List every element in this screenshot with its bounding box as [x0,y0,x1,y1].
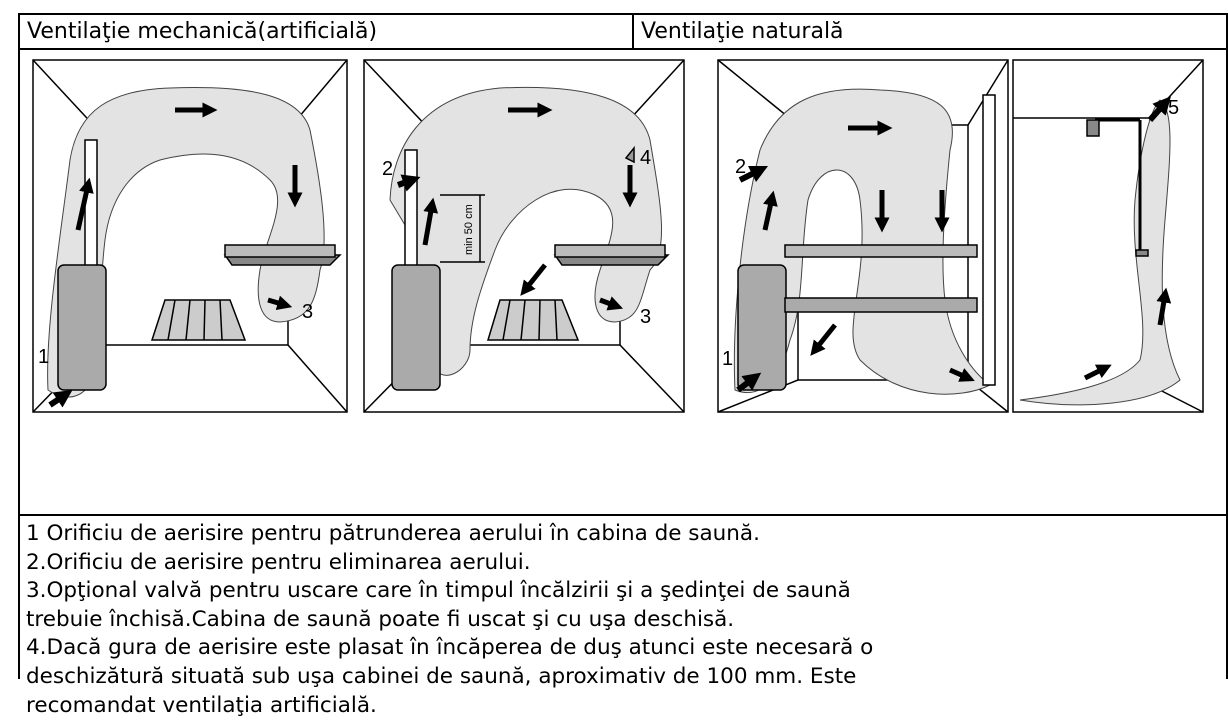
table-header-divider [18,48,1228,50]
table-figure-divider [18,514,1228,516]
sauna-heater [57,264,107,391]
label-mech2-valve: 3 [640,306,651,328]
note-line: 3.Opţional valvă pentru uscare care în t… [26,578,851,604]
table-column-divider [632,13,634,49]
label-mech2-shower: 4 [640,147,651,169]
table-border-left [18,13,20,679]
label-nat1-outlet: 2 [735,156,746,178]
sauna-bench-lower [486,299,580,341]
label-nat1-inlet: 1 [722,348,733,370]
sauna-heater [391,264,441,391]
diagram-natural-2 [1012,59,1204,413]
diagram-natural-1 [717,59,1009,413]
label-mech2-outlet: 2 [382,158,393,180]
label-mech2-dimension: min 50 cm [463,204,475,255]
shower-head [1086,119,1100,137]
diagram-mechanical-1 [32,59,348,413]
sauna-bench-lower [150,299,247,341]
note-line: trebuie închisă.Cabina de saună poate fi… [26,606,735,632]
note-line: 1 Orificiu de aerisire pentru pătrundere… [26,521,760,546]
sauna-heater [737,264,787,391]
header-natural-ventilation: Ventilaţie naturală [641,19,844,44]
airflow-region [1019,99,1181,406]
table-border-right [1226,13,1228,679]
ventilation-figure: 1 3 2 4 3 min 50 cm [32,59,1204,413]
table-border-top [18,13,1228,15]
notes-list: 1 Orificiu de aerisire pentru pătrundere… [26,520,1221,720]
note-line: deschizătură situată sub uşa cabinei de … [26,663,857,689]
note-line: recomandat ventilaţia artificială. [26,692,377,718]
airflow-region [733,88,991,395]
label-nat2-outlet: 5 [1168,97,1179,119]
note-line: 4.Dacă gura de aerisire este plasat în î… [26,635,874,661]
diagram-mechanical-2 [363,59,685,413]
airflow-region [389,86,663,376]
airflow-region [47,87,325,398]
sauna-bench-upper [784,244,978,258]
label-mech1-valve: 3 [302,301,313,323]
sauna-bench-lower [784,297,978,313]
label-mech1-inlet: 1 [38,346,49,368]
note-line: 2.Orificiu de aerisire pentru eliminarea… [26,549,531,575]
header-mechanical-ventilation: Ventilaţie mechanică(artificială) [27,19,378,44]
